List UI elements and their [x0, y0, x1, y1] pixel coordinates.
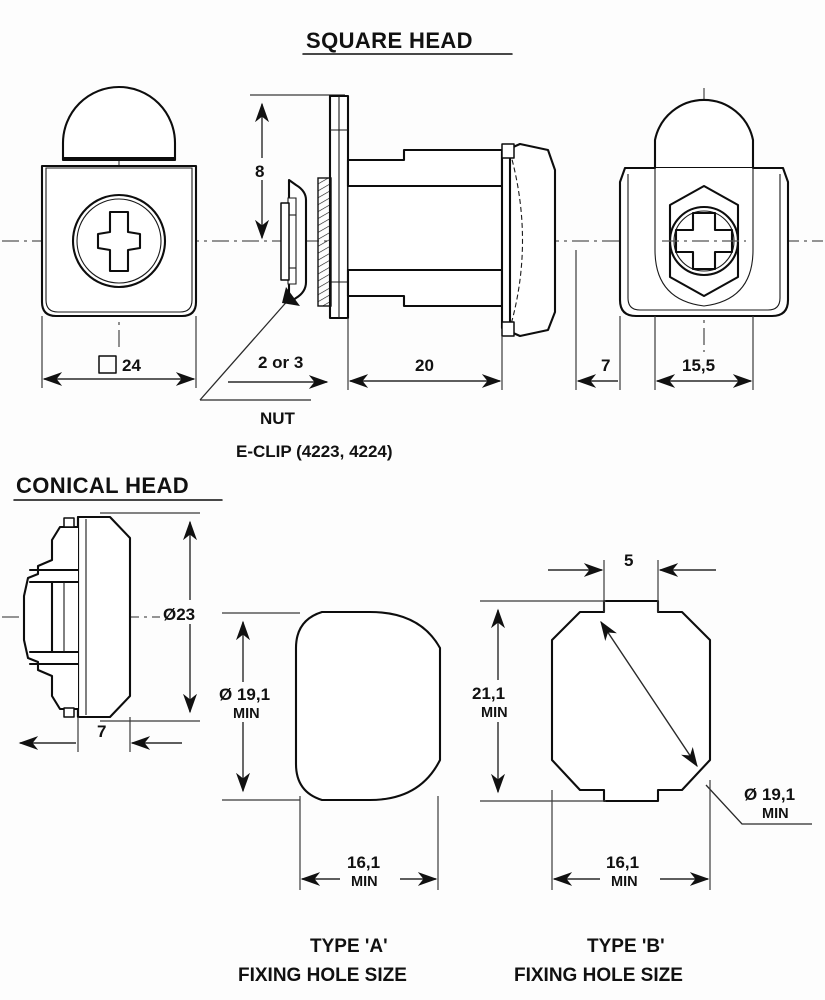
section-cam-tab-bottom: [501, 321, 515, 337]
type-b-hole-outline: [550, 599, 712, 803]
type-a-width-text-bg: [340, 850, 400, 892]
square-head-front-view: 24: [40, 86, 198, 388]
type-b-caption-line1: TYPE 'B': [587, 936, 665, 957]
type-a-width-note-text: MIN: [351, 874, 378, 890]
conical-head-title-group: CONICAL HEAD: [13, 473, 223, 501]
conical-tab-bottom: [63, 707, 75, 718]
nut-thickness-dim-text: 2 or 3: [258, 353, 303, 372]
eclip-leader-arrowhead: [282, 287, 300, 306]
section-dim-flange-height-text: 8: [255, 162, 264, 181]
type-b-diameter-leader: [705, 784, 812, 825]
conical-head-side-view: Ø23 7: [2, 512, 218, 752]
section-cam-tab-top: [501, 143, 515, 159]
section-nut-hatched: [317, 177, 332, 307]
type-a-hole-outline: [294, 610, 442, 802]
type-b-diameter-dim-text: Ø 19,1: [744, 785, 795, 804]
type-b-caption-line2: FIXING HOLE SIZE: [514, 965, 683, 986]
conical-head-diameter-dim-text: Ø23: [163, 605, 195, 624]
rear-view-dome: [653, 98, 755, 170]
eclip-label-text: E-CLIP (4223, 4224): [236, 442, 393, 461]
type-a-diameter-dim-text: Ø 19,1: [219, 685, 270, 704]
type-b-diameter-note-text: MIN: [762, 806, 789, 822]
front-view-keyhole-ring-inner: [76, 198, 162, 284]
square-head-rear-view: 7 15,5: [575, 88, 790, 390]
section-eclip-washer: [280, 202, 290, 281]
square-symbol-icon: [98, 355, 117, 374]
dia23-text-bg: [160, 600, 218, 624]
conical-tab-top: [63, 517, 75, 528]
dim20-text-bg: [412, 352, 444, 374]
type-a-diameter-note-text: MIN: [233, 706, 260, 722]
barrel-length-dim-text: 20: [415, 356, 434, 375]
nut-label-text: NUT: [260, 409, 296, 428]
rear-cam-offset-dim-text: 7: [601, 356, 610, 375]
type-b-height-note-text: MIN: [481, 705, 508, 721]
rear-view-boss-outline: [654, 168, 754, 307]
dim155-text-bg: [678, 352, 730, 374]
square-head-title-group: SQUARE HEAD: [302, 28, 513, 55]
eclip-leader-line: [199, 297, 291, 401]
type-b-height-text-bg: [468, 680, 534, 722]
front-dim-width-text: 24: [122, 356, 141, 375]
conical-head-title: CONICAL HEAD: [16, 473, 189, 498]
type-b-keyway-width-dim-text: 5: [624, 551, 633, 570]
rear-view-body-inner: [627, 174, 781, 311]
type-a-caption-line2: FIXING HOLE SIZE: [238, 965, 407, 986]
front-view-square-body-inner: [45, 167, 193, 313]
front-view-dome: [61, 86, 177, 162]
type-a-width-dim-text: 16,1: [347, 853, 380, 872]
type-b-width-note-text: MIN: [611, 874, 638, 890]
section-dim-8-bg: [252, 158, 272, 180]
rear-body-width-dim-text: 15,5: [682, 356, 715, 375]
type-b-diameter-dim-line: [600, 620, 698, 768]
type-b-width-text-bg: [600, 850, 660, 892]
section-barrel-core: [347, 185, 503, 271]
square-head-title: SQUARE HEAD: [306, 28, 473, 53]
type-b-height-dim-text: 21,1: [472, 684, 505, 703]
conical-head-depth-dim-text: 7: [97, 722, 106, 741]
type-b-width-dim-text: 16,1: [606, 853, 639, 872]
fixing-hole-type-b-view: 5 21,1 MIN Ø 19,1 MIN 16,1 MIN TYPE 'B' …: [468, 551, 812, 986]
square-head-section-view: 8 2 or 3 NUT E-C: [199, 94, 557, 461]
type-a-caption-line1: TYPE 'A': [310, 936, 388, 957]
section-cam-head-hidden-arc: [509, 151, 524, 329]
fixing-hole-type-a-view: Ø 19,1 MIN 16,1 MIN TYPE 'A' FIXING HOLE…: [214, 610, 442, 986]
front-view-key-slot: [96, 210, 142, 273]
type-a-dia-text-bg: [214, 682, 284, 722]
